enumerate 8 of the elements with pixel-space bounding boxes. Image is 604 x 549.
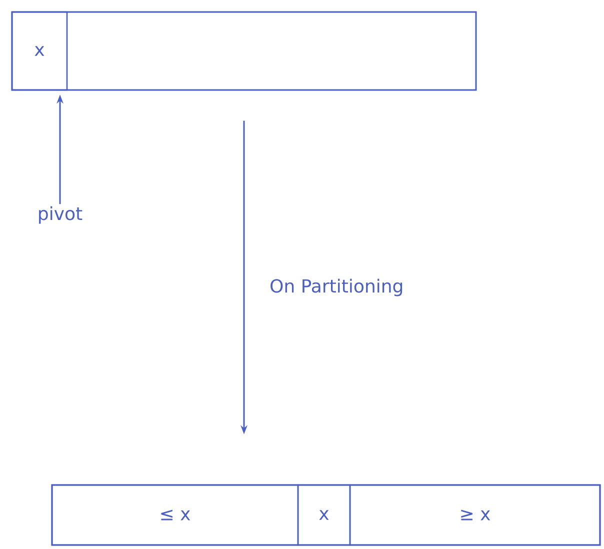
array-cell: x	[297, 484, 351, 546]
edge-label: On Partitioning	[270, 278, 402, 296]
array-bar	[51, 484, 601, 546]
array-cell: ≥ x	[349, 484, 601, 546]
array-cell: ≤ x	[51, 484, 299, 546]
label-text: pivot	[39, 206, 82, 224]
array-cell: x	[11, 11, 68, 91]
array-bar	[11, 11, 477, 91]
